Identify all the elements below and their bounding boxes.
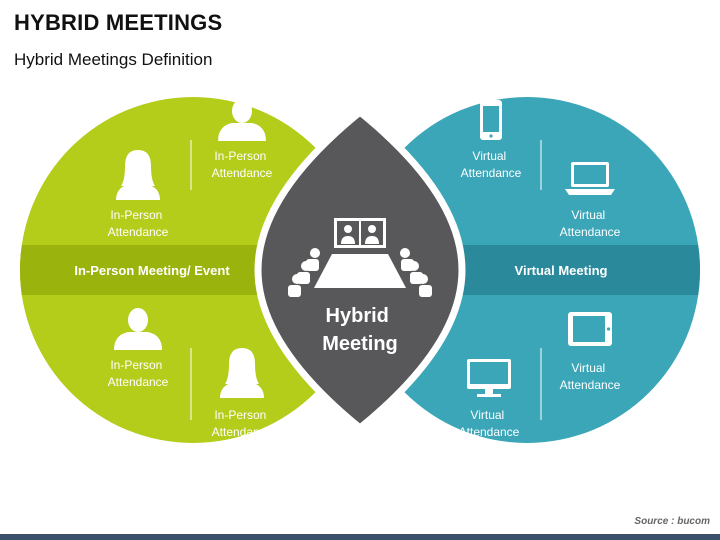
- in-person-band-label: In-Person Meeting/ Event: [74, 263, 230, 278]
- page-subtitle: Hybrid Meetings Definition: [14, 50, 213, 69]
- virtual-label: Virtual Attendance: [461, 149, 522, 180]
- in-person-label: In-Person Attendance: [212, 149, 273, 180]
- laptop-icon: [565, 162, 615, 195]
- in-person-label: In-Person Attendance: [108, 208, 169, 239]
- virtual-band-label: Virtual Meeting: [515, 263, 608, 278]
- person-female-icon: [220, 348, 264, 398]
- conference-room-icon: [288, 218, 432, 297]
- source-credit: Source : bucom: [634, 516, 710, 527]
- hybrid-meeting-label: Hybrid Meeting: [322, 305, 398, 355]
- virtual-label: Virtual Attendance: [560, 361, 621, 392]
- person-male-icon: [114, 308, 162, 350]
- tablet-icon: [568, 312, 612, 346]
- person-female-icon: [116, 150, 160, 200]
- virtual-label: Virtual Attendance: [459, 408, 520, 439]
- in-person-label: In-Person Attendance: [212, 408, 273, 439]
- footer-bar: [0, 534, 720, 540]
- desktop-monitor-icon: [467, 359, 511, 397]
- page-title: HYBRID MEETINGS: [14, 10, 223, 35]
- person-male-icon: [218, 99, 266, 141]
- virtual-label: Virtual Attendance: [560, 208, 621, 239]
- in-person-label: In-Person Attendance: [108, 358, 169, 389]
- smartphone-icon: [480, 100, 502, 140]
